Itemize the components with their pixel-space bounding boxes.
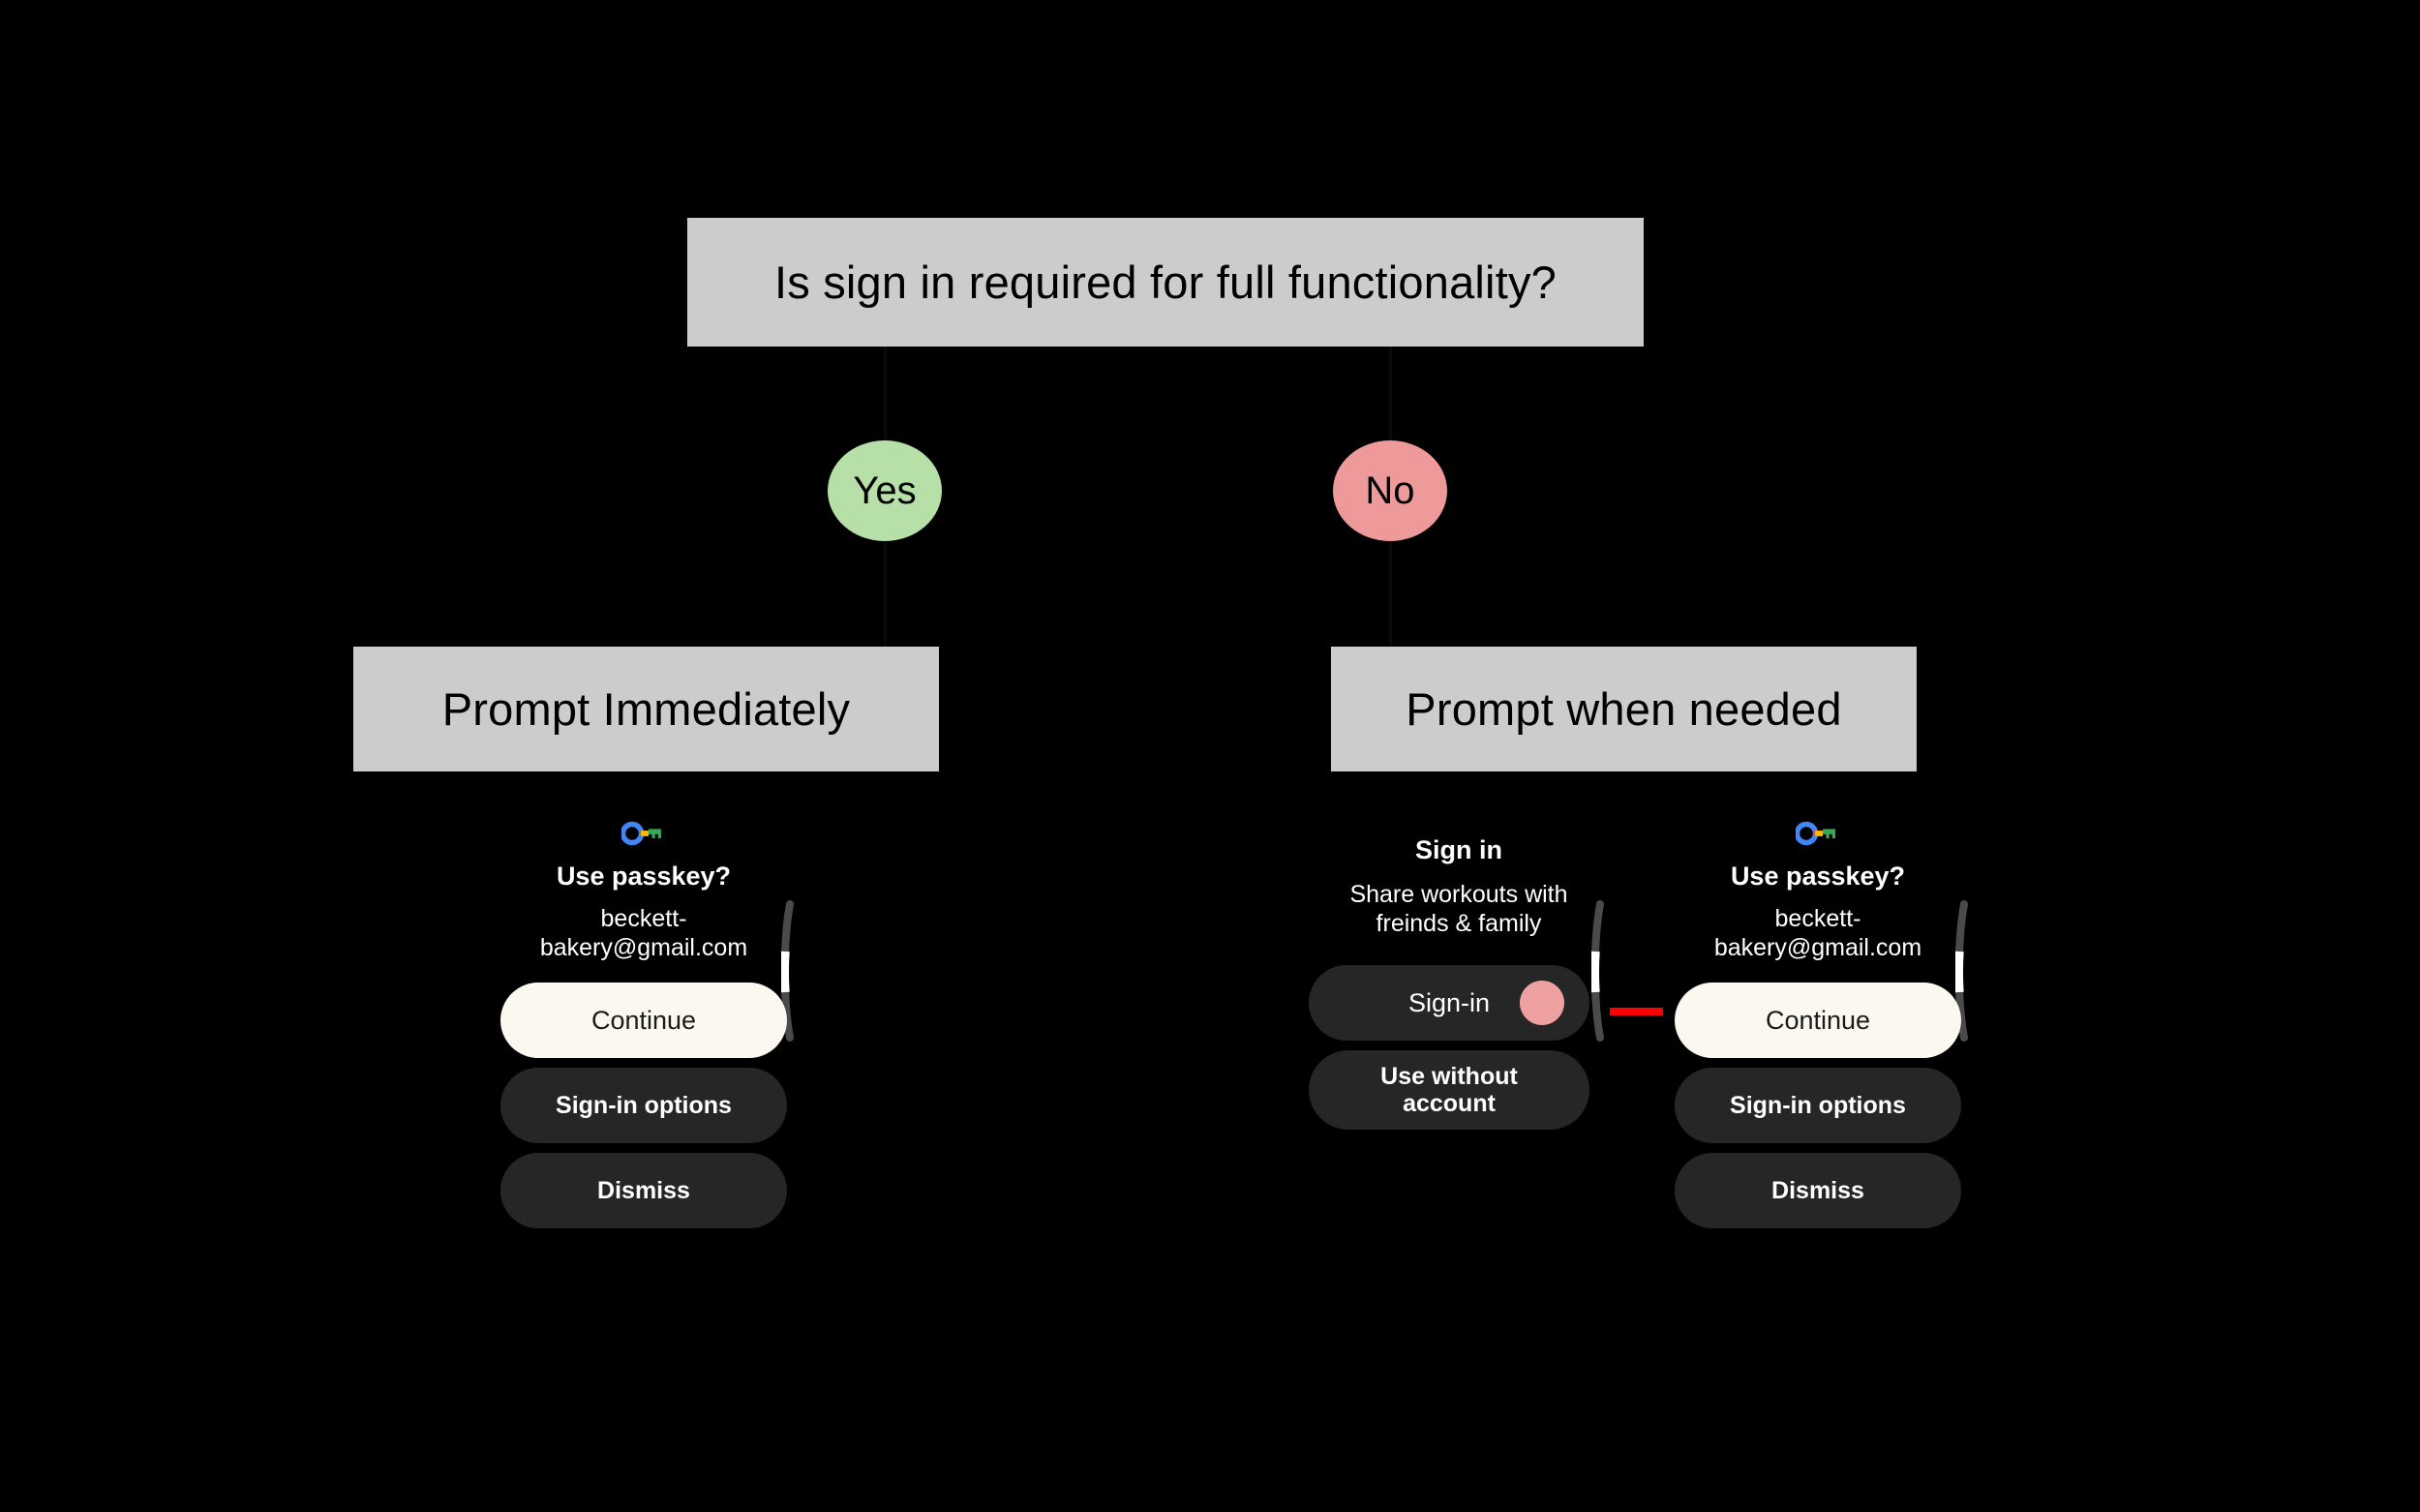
sign-in-options-button-label: Sign-in options	[1730, 1092, 1906, 1119]
watch-scrollbar[interactable]	[1953, 898, 1973, 1043]
google-passkey-key-icon	[620, 821, 666, 846]
sign-in-options-button[interactable]: Sign-in options	[1675, 1068, 1961, 1143]
sign-in-options-button[interactable]: Sign-in options	[500, 1068, 787, 1143]
continue-button[interactable]: Continue	[500, 983, 787, 1058]
connector-yes-to-left	[884, 541, 887, 647]
signin-subtitle: Share workouts with freinds & family	[1349, 881, 1568, 937]
google-passkey-key-icon	[1794, 821, 1840, 846]
watch-heading: Use passkey?	[1730, 862, 1906, 891]
sign-in-options-button-label: Sign-in options	[556, 1092, 732, 1119]
watch-scrollbar[interactable]	[779, 898, 799, 1043]
use-without-account-button-label: Use without account	[1380, 1063, 1518, 1117]
connector-title-to-no	[1389, 347, 1392, 440]
watch-account-email: beckett-bakery@gmail.com	[1713, 905, 1922, 961]
signin-heading: Sign in	[1415, 835, 1502, 864]
continue-button-label: Continue	[1765, 1005, 1871, 1035]
watch-heading: Use passkey?	[556, 862, 732, 891]
arrow-shaft	[1610, 1008, 1691, 1015]
continue-button[interactable]: Continue	[1675, 983, 1961, 1058]
watch-scrollbar[interactable]	[1589, 898, 1609, 1043]
sign-in-button[interactable]: Sign-in	[1309, 965, 1589, 1041]
watch-mockup-signin: Sign in Share workouts with freinds & fa…	[1309, 803, 1609, 1307]
continue-button-label: Continue	[590, 1005, 697, 1035]
decision-branch-yes[interactable]: Yes	[828, 440, 942, 541]
connector-no-to-right	[1389, 541, 1392, 647]
sign-in-button-label: Sign-in	[1407, 987, 1491, 1017]
account-avatar	[1520, 981, 1564, 1025]
watch-account-email: beckett-bakery@gmail.com	[539, 905, 748, 961]
watch-mockup-passkey-left: Use passkey? beckett-bakery@gmail.com Co…	[489, 803, 799, 1307]
dismiss-button-label: Dismiss	[1771, 1177, 1864, 1204]
page-title: Is sign in required for full functionali…	[687, 218, 1644, 347]
dismiss-button-label: Dismiss	[597, 1177, 690, 1204]
decision-branch-no[interactable]: No	[1333, 440, 1447, 541]
dismiss-button[interactable]: Dismiss	[1675, 1153, 1961, 1228]
dismiss-button[interactable]: Dismiss	[500, 1153, 787, 1228]
outcome-prompt-immediately: Prompt Immediately	[353, 647, 939, 771]
connector-title-to-yes	[884, 347, 887, 440]
outcome-prompt-when-needed: Prompt when needed	[1331, 647, 1917, 771]
use-without-account-button[interactable]: Use without account	[1309, 1050, 1589, 1130]
watch-mockup-passkey-right: Use passkey? beckett-bakery@gmail.com Co…	[1663, 803, 1973, 1307]
